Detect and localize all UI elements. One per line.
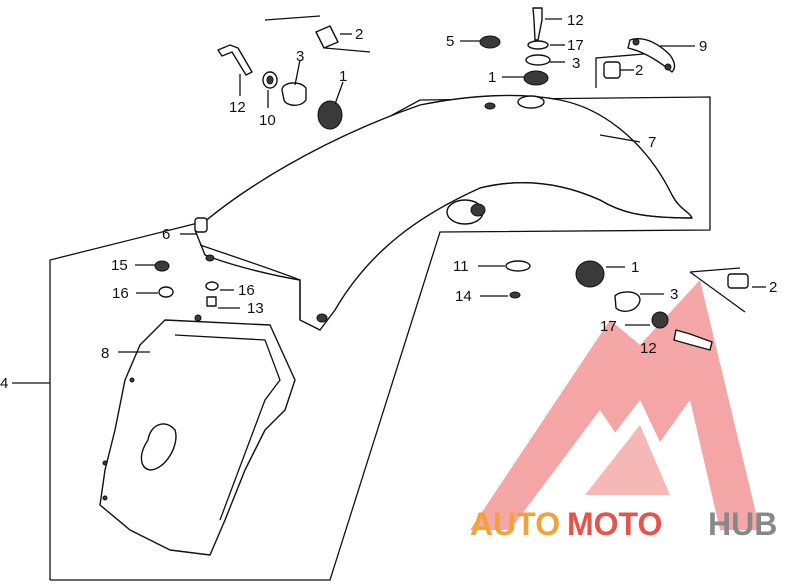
callout-1-top-center: 1: [488, 69, 496, 86]
callout-9: 9: [699, 38, 707, 55]
fender-brace: [627, 38, 676, 73]
callout-7: 7: [648, 134, 656, 151]
callout-2-top-left: 2: [355, 26, 363, 43]
leader-lines: [12, 15, 766, 384]
watermark-word-auto: AUTO: [470, 506, 560, 542]
watermark-word-moto: MOTO: [567, 506, 662, 542]
callout-1-top-left: 1: [339, 68, 347, 85]
callout-12-top-center: 12: [567, 12, 584, 29]
callout-12-right: 12: [640, 340, 657, 357]
callout-11: 11: [453, 258, 469, 275]
callout-3-top-center: 3: [572, 55, 580, 72]
callout-12-top-left: 12: [229, 99, 246, 116]
callout-13: 13: [247, 300, 264, 317]
callout-16-left: 16: [112, 285, 129, 302]
callout-17-right: 17: [600, 318, 617, 335]
watermark-word-hub: HUB: [708, 506, 777, 542]
callout-14: 14: [455, 288, 472, 305]
callout-6: 6: [162, 226, 170, 243]
assembly-boundary-line: [49, 96, 711, 581]
callout-15: 15: [111, 257, 128, 274]
callout-3-top-left: 3: [296, 48, 304, 65]
callout-labels: 2 3 1 12 10 5 12 17 3 1 9 2 7 6 15 16 16…: [0, 12, 777, 392]
callout-1-right: 1: [631, 259, 639, 276]
callout-8: 8: [101, 345, 109, 362]
callout-4: 4: [0, 375, 8, 392]
hardware-parts: [154, 7, 749, 351]
callout-3-right: 3: [670, 286, 678, 303]
callout-2-top-right: 2: [635, 62, 643, 79]
rear-fender: [194, 94, 693, 331]
callout-16-right: 16: [238, 282, 255, 299]
callout-17-top: 17: [567, 37, 584, 54]
callout-10: 10: [259, 112, 276, 129]
watermark-text: AUTO MOTO HUB: [470, 506, 777, 542]
callout-5: 5: [446, 33, 454, 50]
inner-fender: [99, 314, 296, 556]
callout-2-right: 2: [769, 279, 777, 296]
